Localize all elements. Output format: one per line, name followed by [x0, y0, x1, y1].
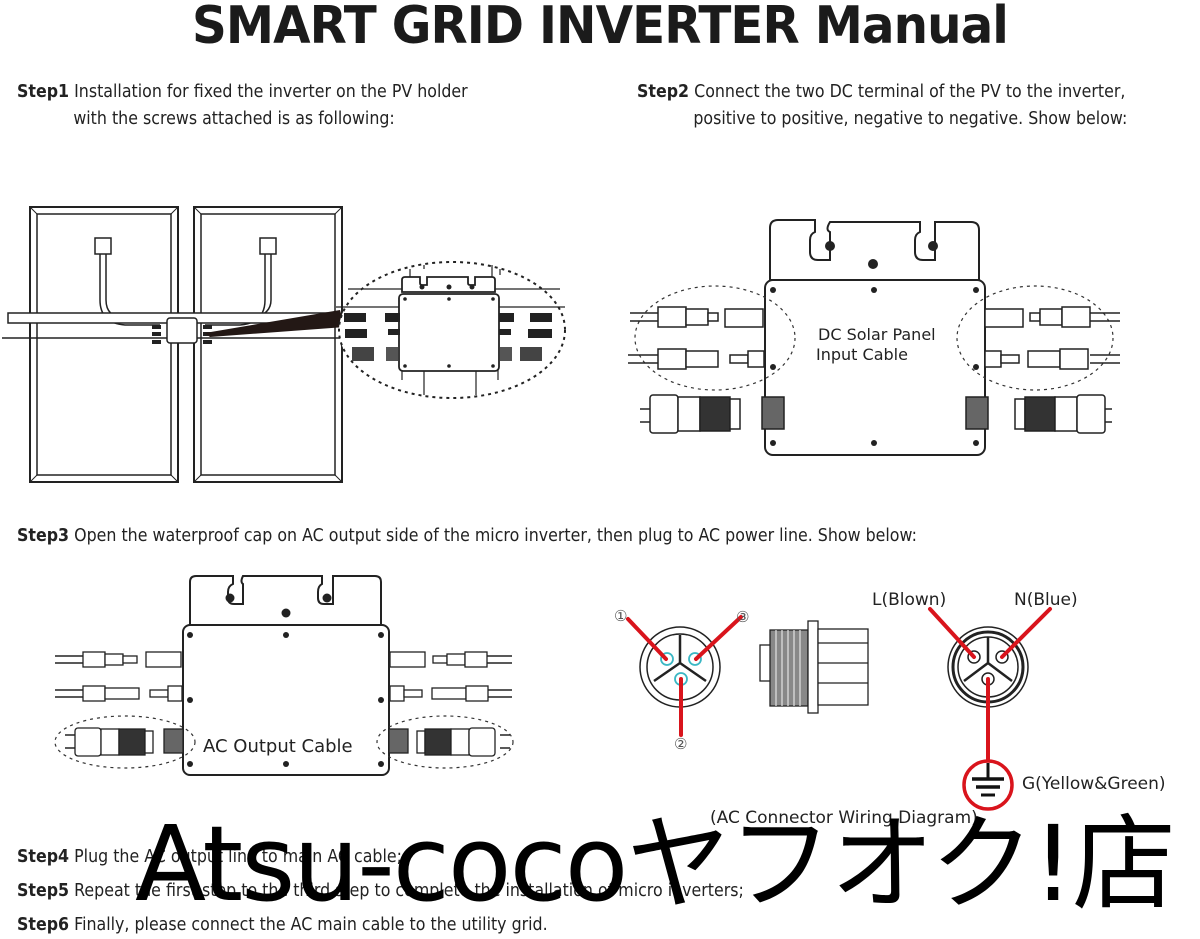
dc-connector-callout-right [956, 285, 1114, 391]
inverter-body [764, 219, 986, 456]
step6-line1: Finally, please connect the AC main cabl… [74, 914, 548, 935]
pin-number-3: ③ [736, 608, 749, 626]
step2-text: Step2 Connect the two DC terminal of the… [637, 78, 1127, 132]
line-wire-label: L(Blown) [872, 590, 946, 610]
pin-number-1: ① [614, 607, 627, 625]
step4-label: Step4 [17, 846, 70, 867]
step2-line1: Connect the two DC terminal of the PV to… [694, 81, 1126, 102]
pv-panel-mounting-diagram [2, 206, 566, 483]
solar-panel-right [193, 206, 343, 483]
step3-label: Step3 [17, 525, 70, 546]
dc-label-line2: Input Cable [816, 345, 908, 364]
step5-text: Step5 Repeat the first step to the third… [17, 877, 744, 904]
store-watermark: Atsu-cocoヤフオク!店 [135, 803, 1176, 925]
ground-symbol-icon [962, 759, 1014, 811]
dc-connection-diagram: DC Solar Panel Input Cable [628, 219, 1120, 456]
step4-text: Step4 Plug the AC output line to main AC… [17, 843, 402, 870]
mc4-connectors-right [965, 306, 1106, 434]
step6-label: Step6 [17, 914, 70, 935]
junction-box-left [94, 237, 112, 255]
mc4-connectors-left [649, 306, 785, 434]
wiring-diagram-caption: (AC Connector Wiring Diagram) [710, 808, 978, 828]
step3-line1: Open the waterproof cap on AC output sid… [74, 525, 917, 546]
inverter-body-ac [182, 575, 390, 776]
ac-output-diagram: AC Output Cable [54, 575, 514, 776]
page-title: SMART GRID INVERTER Manual [192, 0, 1009, 56]
ac-connectors-right [388, 651, 496, 757]
step4-line1: Plug the AC output line to main AC cable… [74, 846, 402, 867]
step2-line2: positive to positive, negative to negati… [693, 108, 1128, 129]
callout-inverter [398, 276, 500, 372]
step6-text: Step6 Finally, please connect the AC mai… [17, 911, 548, 938]
step1-text: Step1 Installation for fixed the inverte… [17, 78, 468, 132]
junction-box-right [259, 237, 277, 255]
step5-line1: Repeat the first step to the third step … [74, 880, 744, 901]
dc-label-line1: DC Solar Panel [818, 325, 936, 344]
ac-connector-wiring-diagram: ① ③ ② L(Blown) N(Blue) G(Yellow&Green) (… [614, 590, 1166, 828]
solar-panel-left [29, 206, 179, 483]
step3-text: Step3 Open the waterproof cap on AC outp… [17, 522, 917, 549]
ac-callout-left [54, 715, 196, 769]
ac-callout-right [376, 715, 514, 769]
ground-wire-label: G(Yellow&Green) [1022, 774, 1166, 794]
step1-line2: with the screws attached is as following… [73, 108, 395, 129]
step1-label: Step1 [17, 81, 70, 102]
pin-number-2: ② [674, 735, 687, 753]
connector-side-view [759, 620, 869, 714]
mini-inverter [166, 317, 198, 344]
step5-label: Step5 [17, 880, 70, 901]
ac-output-label: AC Output Cable [203, 736, 353, 757]
neutral-wire-label: N(Blue) [1014, 590, 1078, 610]
step1-line1: Installation for fixed the inverter on t… [74, 81, 468, 102]
dc-connector-callout-left [634, 285, 796, 391]
step2-label: Step2 [637, 81, 690, 102]
ac-connectors-left [74, 651, 184, 757]
